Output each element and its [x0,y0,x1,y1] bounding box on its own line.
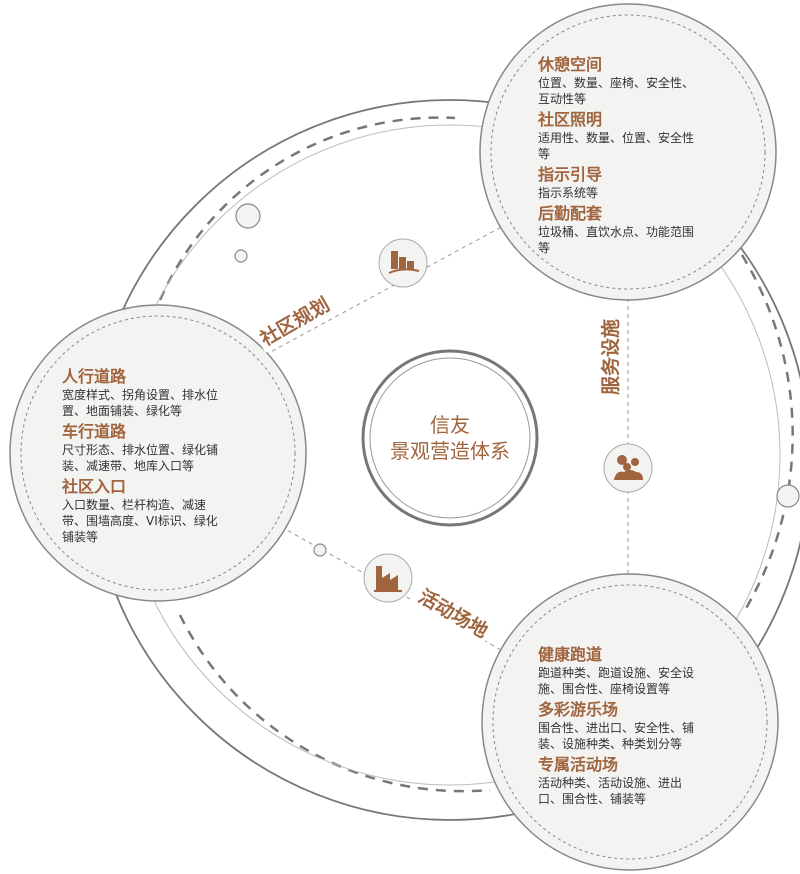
decor-dot [234,249,248,263]
item-desc: 施、围合性、座椅设置等 [538,682,671,696]
activity-circle [481,573,779,871]
decor-dot [313,543,327,557]
item-title: 多彩游乐场 [538,700,619,719]
item-desc: 垃圾桶、直饮水点、功能范围 [538,225,695,239]
item-title: 健康跑道 [538,645,603,664]
item-desc: 装、减速带、地库入口等 [62,459,195,473]
center-title: 信友 景观营造体系 [360,412,540,464]
outer-dashed-arc-bottom [178,614,491,793]
item-title: 社区入口 [62,477,127,496]
decor-dot [776,484,800,508]
center-title-line1: 信友 [430,413,470,437]
item-desc: 铺装等 [62,530,99,544]
people-group-icon [603,443,653,493]
category-service-label: 服务设施 [599,315,624,399]
item-desc: 等 [538,241,551,255]
item-desc: 位置、数量、座椅、安全性、 [538,76,695,90]
item-desc: 跑道种类、跑道设施、安全设 [538,666,695,680]
item-desc: 带、围墙高度、VI标识、绿化 [62,514,218,528]
item-title: 社区照明 [538,110,603,129]
item-title: 后勤配套 [538,204,603,223]
item-title: 人行道路 [62,367,127,386]
center-circle [361,349,539,527]
activity-circle-content: 健康跑道 跑道种类、跑道设施、安全设 施、围合性、座椅设置等 多彩游乐场 围合性… [538,642,728,807]
item-desc: 互动性等 [538,92,587,106]
item-title: 休憩空间 [538,55,603,74]
buildings-icon [378,238,428,288]
outer-dashed-arc-top [158,116,456,301]
item-title: 专属活动场 [538,755,619,774]
item-desc: 等 [538,147,551,161]
item-desc: 口、围合性、铺装等 [538,792,647,806]
center-circle-inner [369,357,531,519]
planning-circle-content: 人行道路 宽度样式、拐角设置、排水位 置、地面铺装、绿化等 车行道路 尺寸形态、… [62,364,252,545]
item-desc: 宽度样式、拐角设置、排水位 [62,388,219,402]
item-desc: 装、设施种类、种类划分等 [538,737,683,751]
service-circle [479,3,777,301]
outer-dashed-arc-right [740,254,794,611]
item-title: 指示引导 [538,165,603,184]
item-desc: 围合性、进出口、安全性、铺 [538,721,695,735]
item-title: 车行道路 [62,422,127,441]
factory-icon [363,553,413,603]
decor-dot [235,203,261,229]
item-desc: 尺寸形态、排水位置、绿化铺 [62,443,219,457]
item-desc: 指示系统等 [538,186,599,200]
planning-circle [9,304,307,602]
item-desc: 入口数量、栏杆构造、减速 [62,498,207,512]
item-desc: 适用性、数量、位置、安全性 [538,131,695,145]
item-desc: 活动种类、活动设施、进出 [538,776,683,790]
service-circle-content: 休憩空间 位置、数量、座椅、安全性、 互动性等 社区照明 适用性、数量、位置、安… [538,52,728,256]
center-title-line2: 景观营造体系 [390,439,510,463]
connector-planning [264,224,506,356]
item-desc: 置、地面铺装、绿化等 [62,404,183,418]
